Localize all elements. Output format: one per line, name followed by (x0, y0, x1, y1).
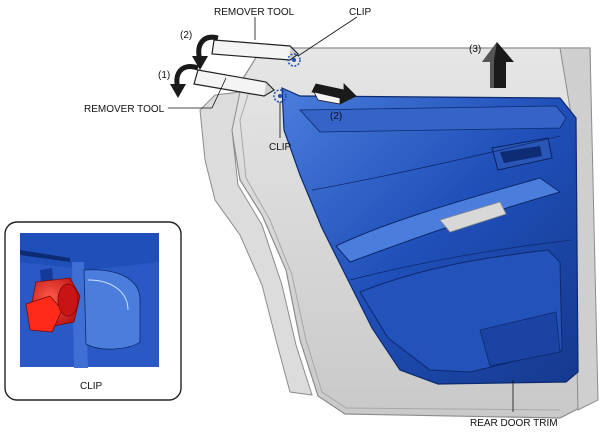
curved-arrow-step-1 (170, 64, 199, 98)
clip-icon (25, 277, 81, 333)
rear-door-trim-label: REAR DOOR TRIM (470, 418, 558, 429)
step-2-label-right: (2) (330, 111, 342, 122)
remover-tool-lower (193, 69, 275, 97)
lift-arrow-step-3 (482, 42, 514, 88)
step-3-label: (3) (469, 44, 481, 55)
step-1-label: (1) (158, 70, 170, 81)
clip-detail-inset: CLIP (4, 221, 182, 401)
clip-marker-upper (287, 53, 301, 67)
leader-lines (168, 16, 514, 412)
clip-label-lower: CLIP (269, 142, 292, 153)
remover-tool-label-top: REMOVER TOOL (214, 7, 295, 18)
remover-tool-upper (211, 39, 299, 61)
rear-door-trim (281, 87, 579, 385)
step-2-label-top: (2) (180, 30, 192, 41)
clip-label-top: CLIP (349, 7, 372, 18)
pull-arrow-step-2 (311, 83, 357, 105)
clip-label-inset: CLIP (80, 381, 103, 392)
curved-arrow-step-2 (192, 34, 219, 70)
remover-tool-label-left: REMOVER TOOL (84, 104, 165, 115)
clip-marker-lower (273, 89, 287, 103)
